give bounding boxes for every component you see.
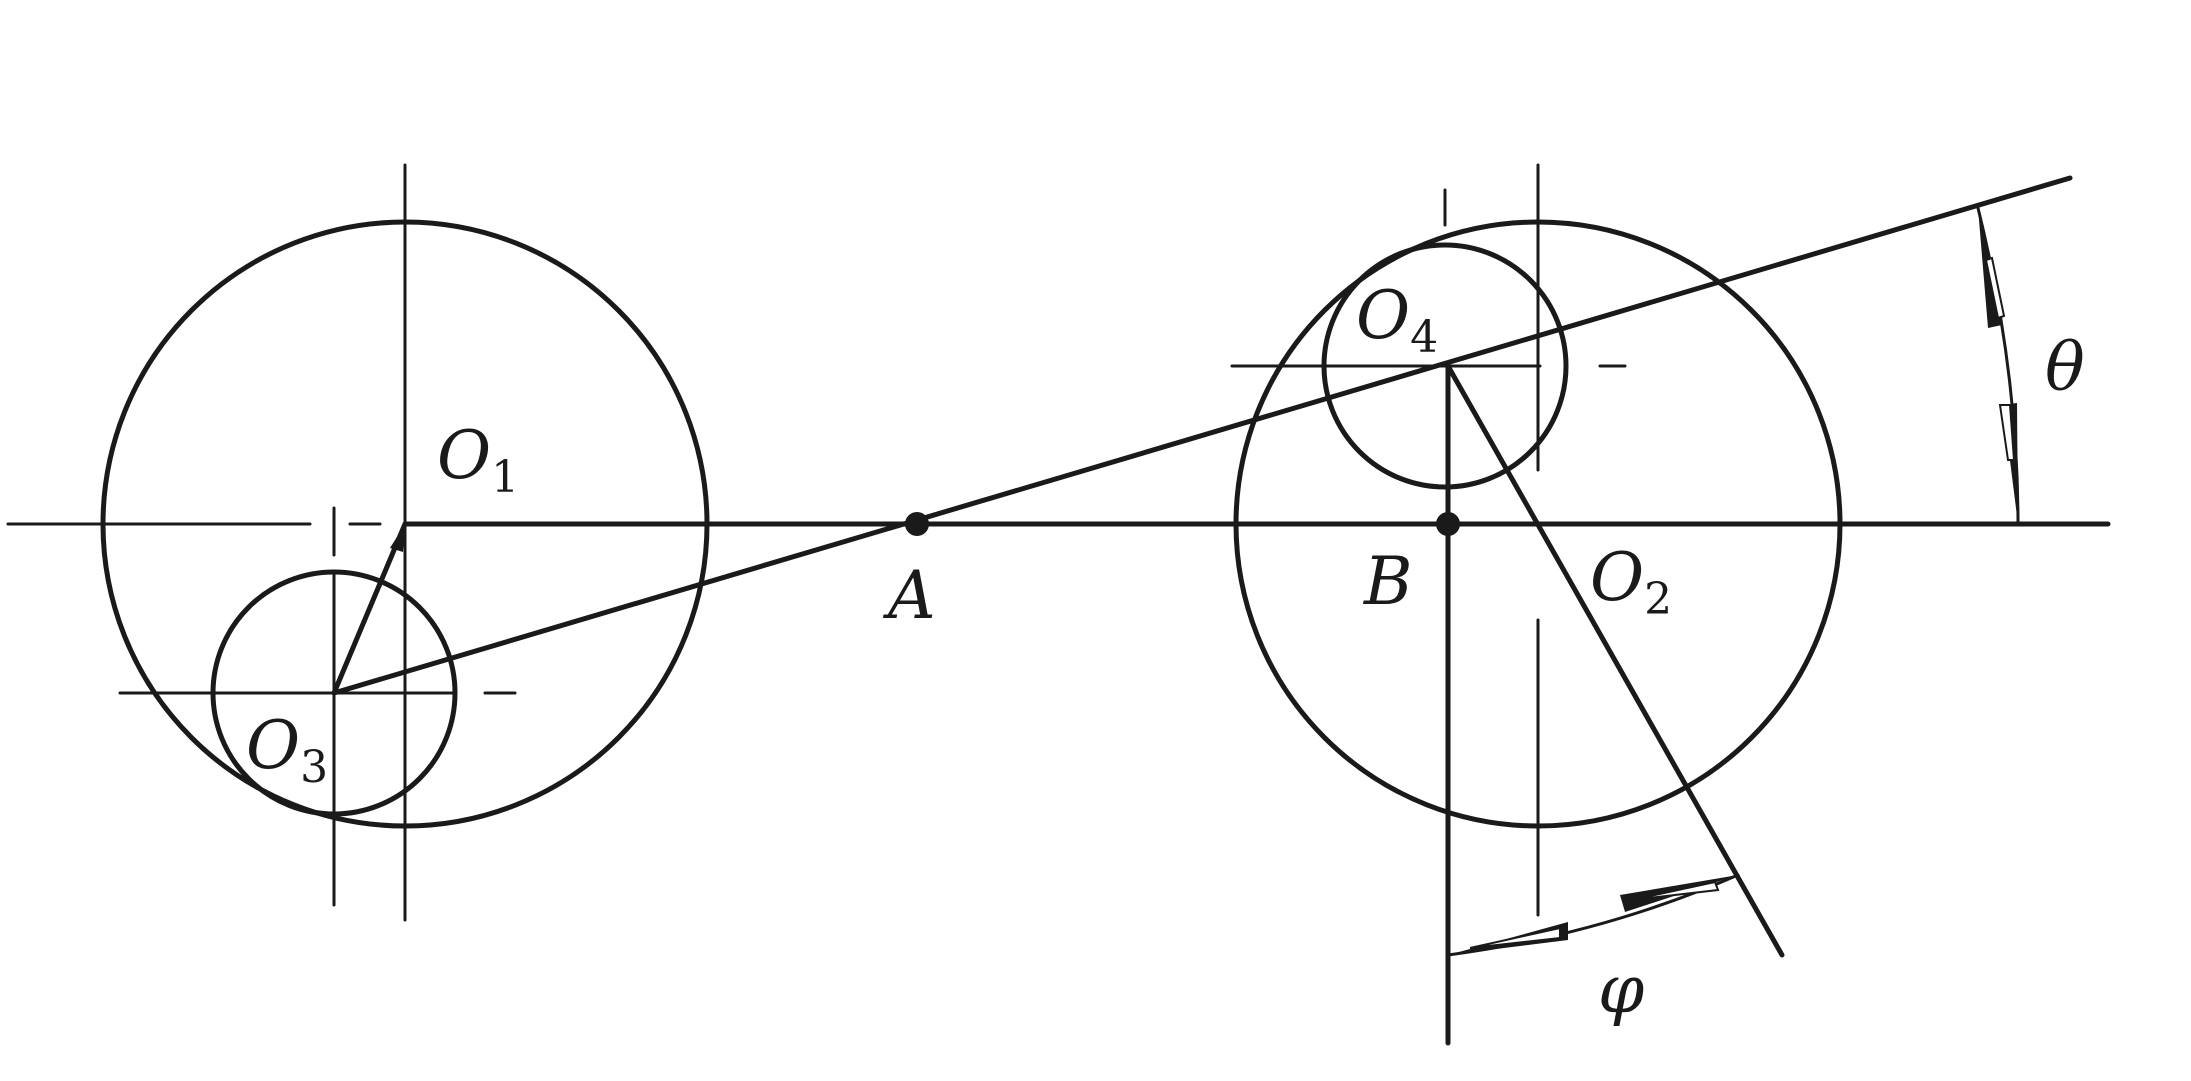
label-a: A <box>882 557 936 634</box>
label-o4: O4 <box>1356 277 1438 363</box>
point-a <box>905 512 929 536</box>
o3-centerlines <box>118 506 517 907</box>
crank-arrowhead <box>390 524 405 552</box>
circle-o3 <box>210 569 458 817</box>
coupler-line <box>331 175 2073 696</box>
circle-o4 <box>1321 242 1569 490</box>
label-theta: θ <box>2045 329 2085 406</box>
point-b <box>1436 512 1460 536</box>
arm-o4 <box>1445 363 1785 958</box>
label-o2: O2 <box>1590 539 1672 625</box>
label-o1: O1 <box>437 417 519 503</box>
o1-centerlines <box>6 163 407 922</box>
label-phi: φ <box>1598 951 1644 1028</box>
theta-dimension-arrow <box>1976 206 2020 526</box>
crank-o3-o1 <box>331 521 408 696</box>
phi-dimension-arrow <box>1446 873 1740 957</box>
label-o3: O3 <box>246 707 328 793</box>
label-b: B <box>1363 543 1413 620</box>
